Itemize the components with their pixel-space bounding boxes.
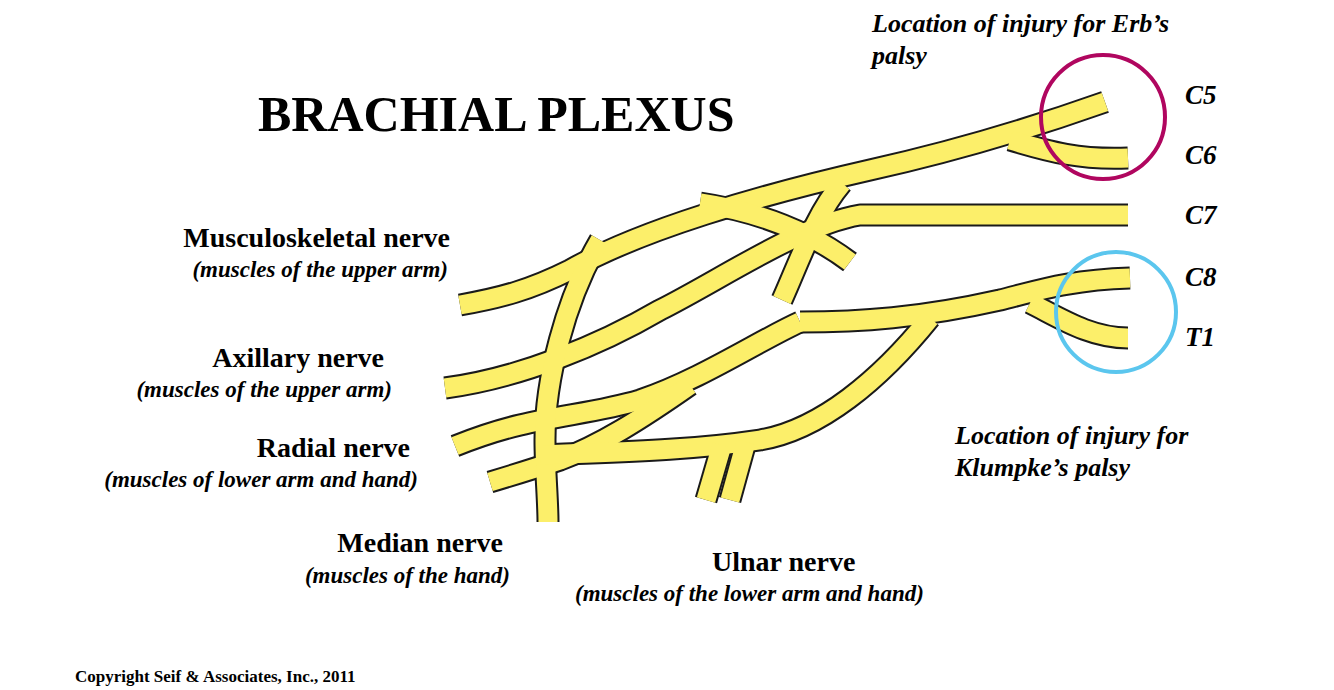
root-label: C7	[1185, 200, 1217, 231]
nerve-name: Radial nerve	[257, 432, 410, 464]
nerve-function: (muscles of the upper arm)	[192, 257, 448, 283]
nerve-strand	[1010, 140, 1128, 158]
copyright-note: Copyright Seif & Associates, Inc., 2011	[75, 667, 356, 687]
nerve-strand	[706, 445, 722, 500]
nerve-strand	[490, 385, 690, 482]
nerve-outline	[1010, 140, 1128, 158]
nerve-function: (muscles of the lower arm and hand)	[575, 581, 924, 607]
root-label: C6	[1185, 140, 1217, 171]
nerve-strand	[800, 278, 1130, 322]
nerve-name: Musculoskeletal nerve	[183, 222, 450, 254]
nerve-name: Ulnar nerve	[712, 546, 855, 578]
nerve-name: Axillary nerve	[212, 342, 384, 374]
callout-note: Location of injury for Klumpke’s palsy	[955, 420, 1255, 484]
root-label: C8	[1185, 262, 1217, 293]
nerve-strand	[782, 183, 842, 300]
nerve-outline	[800, 278, 1130, 322]
nerve-strand	[730, 442, 746, 500]
klumpke-injury-circle	[1056, 252, 1176, 372]
root-label: C5	[1185, 80, 1217, 111]
root-label: T1	[1185, 322, 1215, 353]
nerve-function: (muscles of the hand)	[305, 563, 510, 589]
nerve-strand	[540, 318, 930, 455]
nerve-outline	[1030, 303, 1128, 338]
nerve-name: Median nerve	[337, 527, 503, 559]
nerve-strand	[1030, 303, 1128, 338]
erb-injury-circle	[1041, 55, 1165, 179]
diagram-title: BRACHIAL PLEXUS	[258, 86, 735, 144]
nerve-function: (muscles of lower arm and hand)	[104, 467, 418, 493]
nerve-strand	[545, 240, 600, 522]
nerve-function: (muscles of the upper arm)	[136, 377, 392, 403]
callout-note: Location of injury for Erb’s palsy	[872, 8, 1172, 72]
